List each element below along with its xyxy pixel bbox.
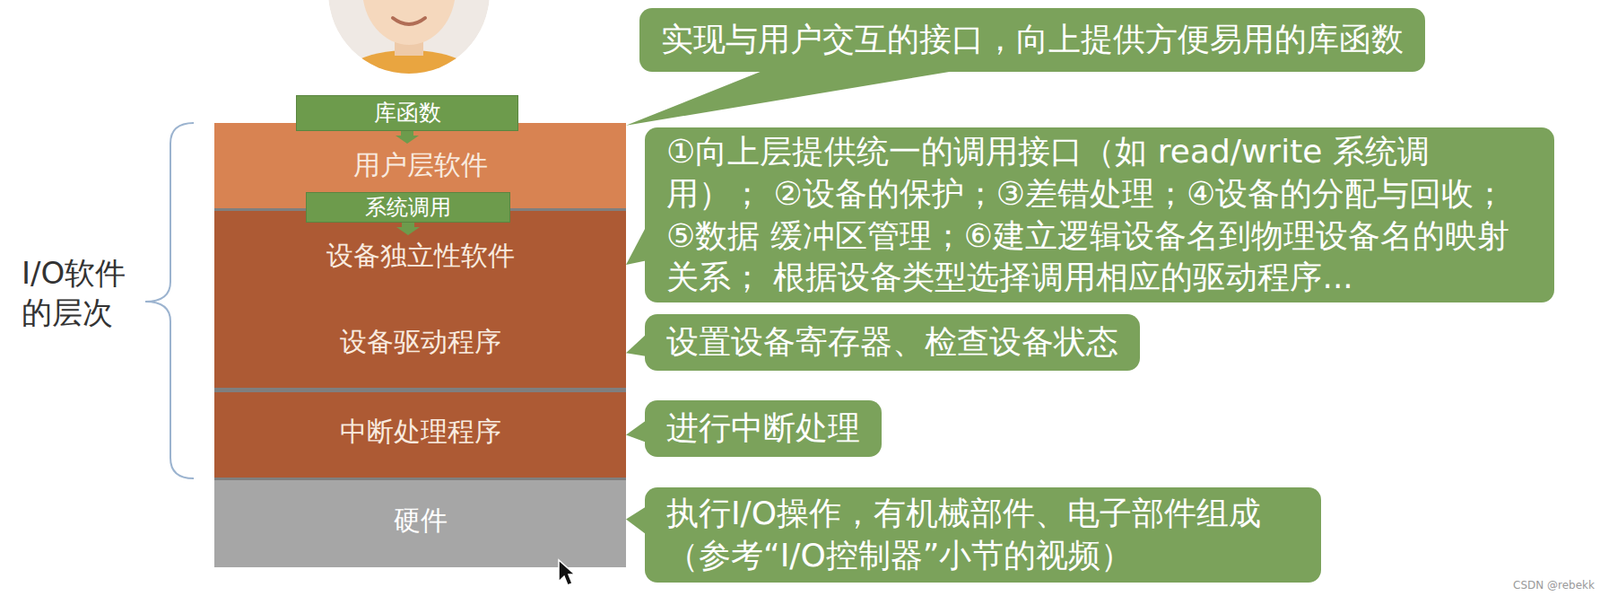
- layer-band: 设备独立性软件: [214, 210, 627, 301]
- box-text: 硬件: [214, 502, 627, 539]
- callout-bubble: ①向上层提供统一的调用接口（如 read/write 系统调用）； ②设备的保护…: [644, 127, 1555, 303]
- mouse-cursor: [558, 559, 575, 585]
- bracket: [145, 122, 194, 479]
- box-text: 用户层软件: [214, 147, 627, 183]
- side-label: I/O软件 的层次: [21, 252, 137, 332]
- stack-frame: [214, 122, 627, 567]
- layer-fill: [214, 300, 627, 388]
- callout-tail: [626, 505, 647, 535]
- callout-text: 实现与用户交互的接口，向上提供方便易用的库函数: [660, 18, 1404, 61]
- layer-band: 中断处理程序: [214, 391, 627, 478]
- callout-tail: [626, 419, 647, 443]
- callout-tail: [626, 69, 962, 126]
- box-text: 系统调用: [306, 192, 510, 222]
- box-text: 库函数: [296, 95, 518, 131]
- callout-text: 进行中断处理: [666, 407, 861, 450]
- callout-tail: [626, 225, 647, 265]
- layer-fill: [214, 210, 627, 301]
- callout-text: 设置设备寄存器、检查设备状态: [666, 321, 1119, 364]
- callout-text: ①向上层提供统一的调用接口（如 read/write 系统调用）； ②设备的保护…: [666, 130, 1519, 299]
- down-arrow: [396, 221, 420, 235]
- box-text: 设备独立性软件: [214, 237, 627, 274]
- callout-bubble: 进行中断处理: [644, 400, 882, 457]
- watermark: CSDN @rebekk: [1513, 578, 1595, 592]
- layer-band: 硬件: [214, 479, 627, 567]
- syscall-tag: 系统调用: [305, 191, 511, 223]
- callout-bubble: 执行I/O操作，有机械部件、电子部件组成 （参考“I/O控制器”小节的视频）: [644, 486, 1322, 583]
- layer-fill: [214, 391, 627, 478]
- callout-text: 执行I/O操作，有机械部件、电子部件组成 （参考“I/O控制器”小节的视频）: [666, 492, 1286, 577]
- callout-bubble: 设置设备寄存器、检查设备状态: [644, 313, 1140, 371]
- layer-band: 设备驱动程序: [214, 300, 627, 388]
- callout-tail: [626, 333, 647, 357]
- layer-fill: [214, 479, 627, 567]
- down-arrow: [395, 130, 419, 144]
- box-text: 中断处理程序: [214, 413, 627, 450]
- callout-bubble: 实现与用户交互的接口，向上提供方便易用的库函数: [639, 8, 1426, 72]
- box-text: 设备驱动程序: [214, 323, 627, 360]
- library-tag: 库函数: [295, 95, 519, 131]
